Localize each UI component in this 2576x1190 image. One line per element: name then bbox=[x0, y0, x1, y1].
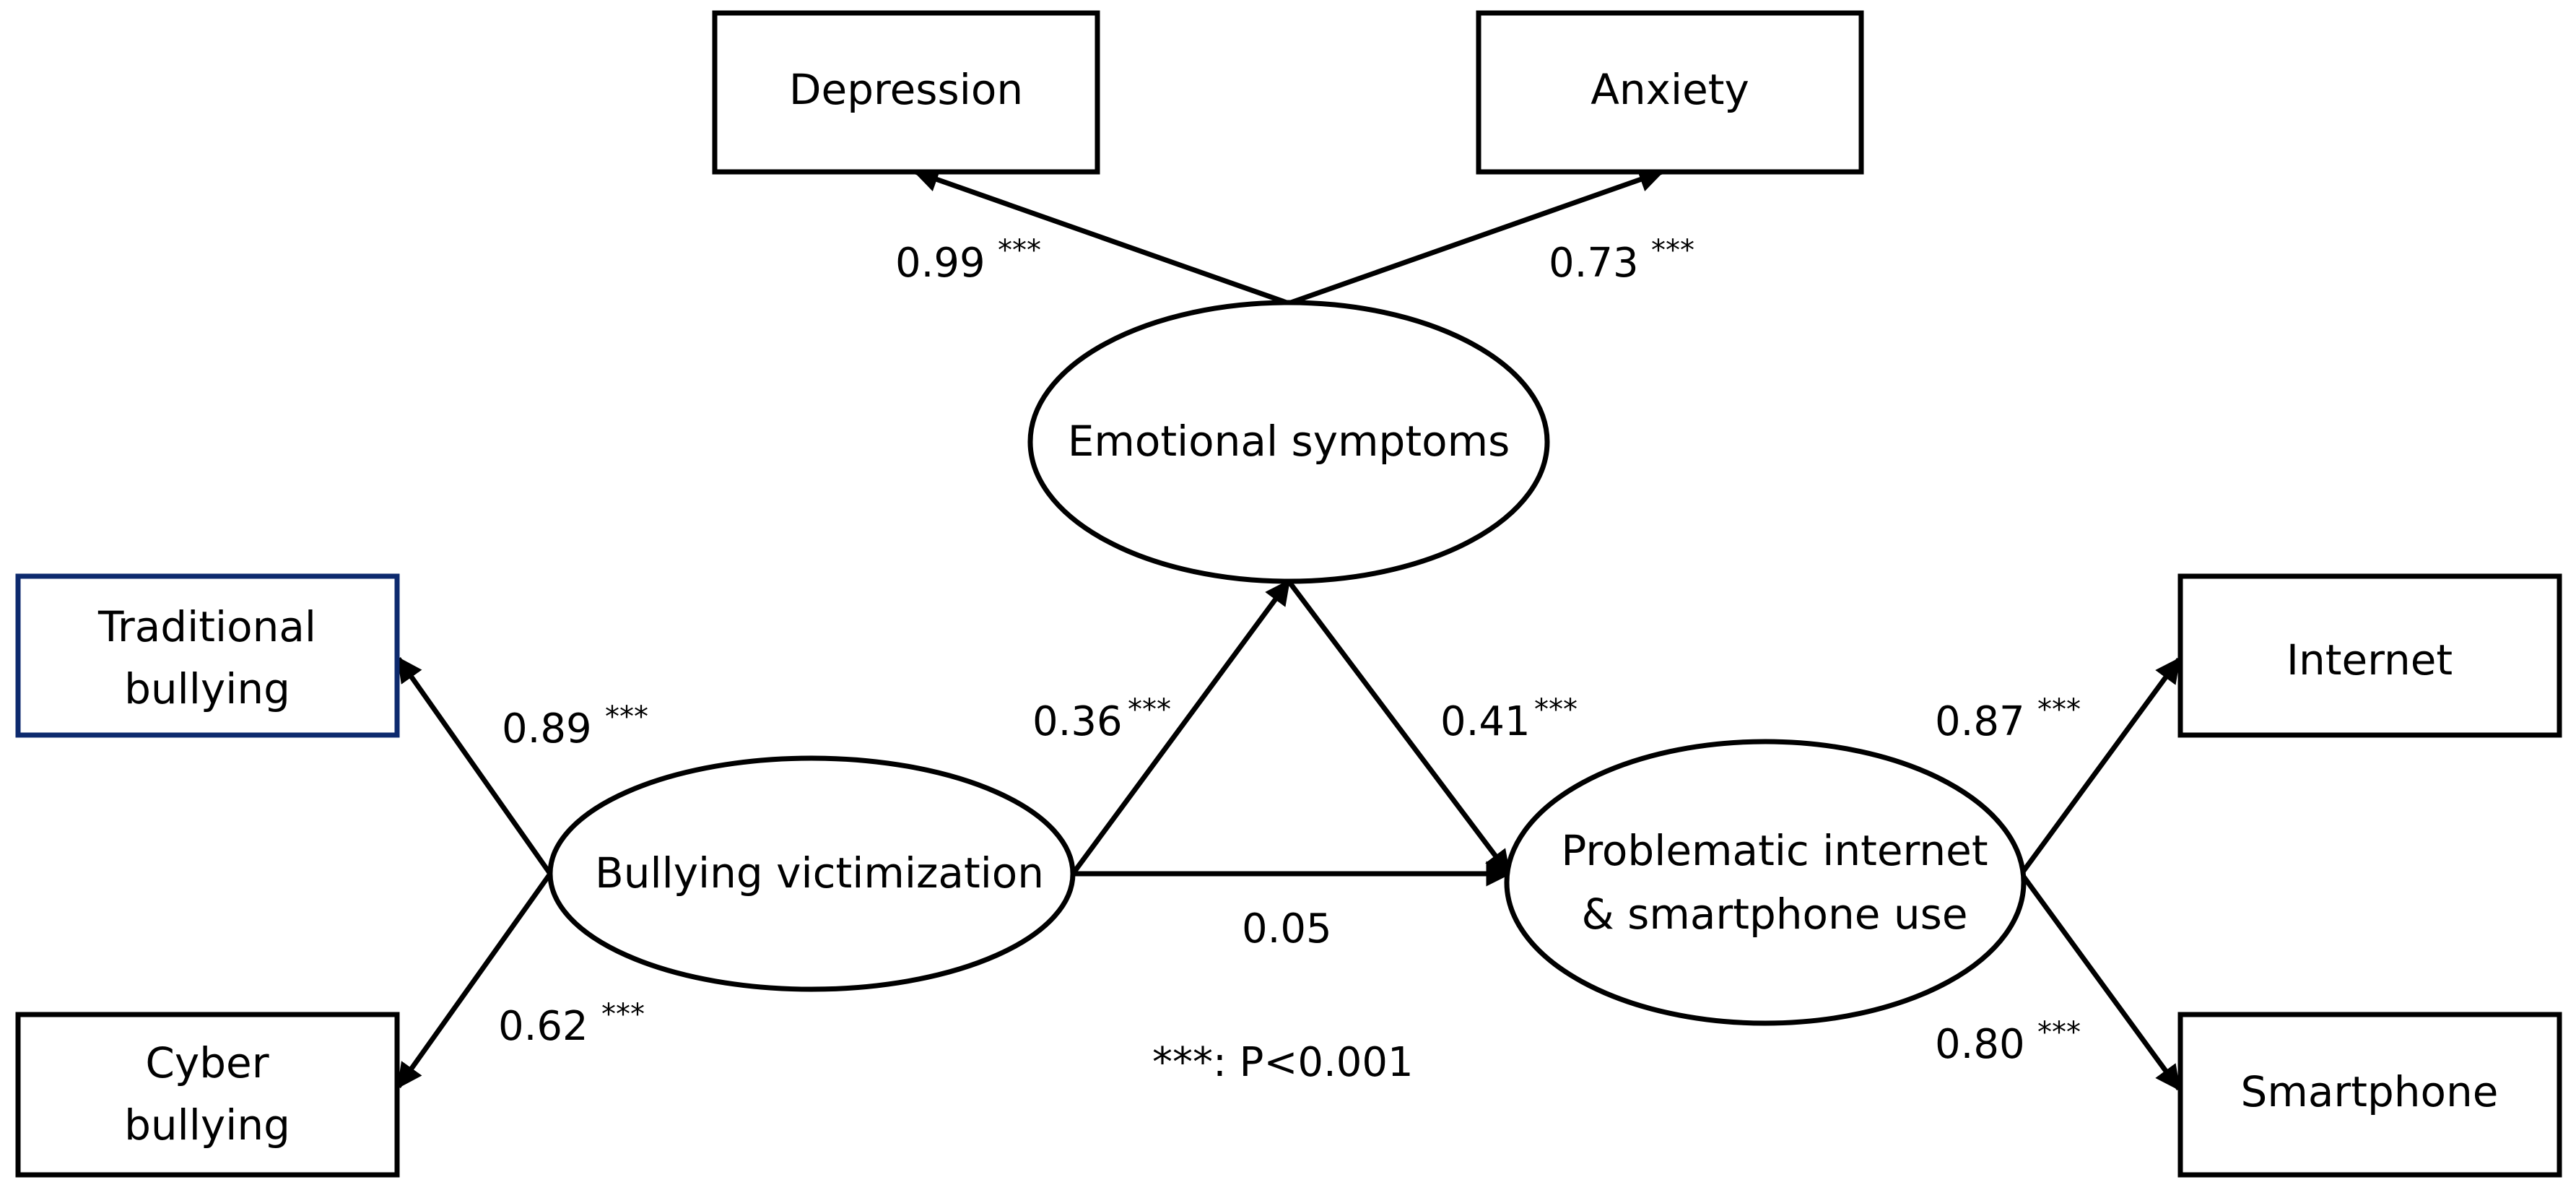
edge-bullying-to-emotional bbox=[1071, 579, 1291, 876]
node-problematic-label-line1: Problematic internet bbox=[1561, 826, 1988, 875]
coef-cyber-stars: *** bbox=[601, 998, 645, 1031]
edge-problematic-to-internet bbox=[2019, 657, 2181, 876]
node-bullying-victimization: Bullying victimization bbox=[547, 755, 1076, 992]
coef-internet: 0.87 *** bbox=[1935, 693, 2081, 745]
node-anxiety-label: Anxiety bbox=[1591, 65, 1749, 114]
node-emotional-symptoms: Emotional symptoms bbox=[1027, 300, 1550, 584]
coef-internet-stars: *** bbox=[2037, 693, 2081, 726]
coef-depression-value: 0.99 bbox=[895, 240, 985, 287]
coef-smartphone: 0.80 *** bbox=[1935, 1016, 2081, 1068]
coef-bv-to-emotional: 0.36 *** bbox=[1032, 693, 1171, 745]
node-problematic-label-line2: & smartphone use bbox=[1581, 890, 1967, 939]
node-bullying-victimization-label: Bullying victimization bbox=[595, 848, 1044, 898]
coef-cyber: 0.62 *** bbox=[498, 998, 645, 1050]
coef-smartphone-stars: *** bbox=[2037, 1016, 2081, 1049]
node-internet: Internet bbox=[2177, 573, 2562, 738]
node-cyber-bullying: Cyber bullying bbox=[15, 1012, 400, 1178]
edge-emotional-to-anxiety bbox=[1287, 167, 1665, 306]
edge-emotional-to-problematic bbox=[1287, 579, 1511, 876]
edge-bullying-to-traditional bbox=[396, 656, 552, 876]
coef-depression-stars: *** bbox=[998, 234, 1041, 267]
node-smartphone-label: Smartphone bbox=[2241, 1067, 2499, 1116]
edge-problematic-to-smartphone bbox=[2019, 872, 2181, 1091]
coef-emotional-to-piu: 0.41 *** bbox=[1440, 693, 1578, 745]
node-depression-label: Depression bbox=[789, 65, 1023, 114]
coef-traditional-stars: *** bbox=[605, 700, 648, 734]
node-traditional-bullying: Traditional bullying bbox=[15, 573, 400, 738]
node-problematic-use: Problematic internet & smartphone use bbox=[1504, 739, 2027, 1026]
coef-anxiety: 0.73 *** bbox=[1549, 234, 1694, 287]
coef-anxiety-stars: *** bbox=[1651, 234, 1694, 267]
node-depression: Depression bbox=[712, 10, 1100, 175]
edge-bullying-to-cyber bbox=[396, 872, 552, 1089]
coef-internet-value: 0.87 bbox=[1935, 698, 2025, 745]
coef-bv-to-piu-value: 0.05 bbox=[1242, 905, 1332, 952]
coef-traditional-value: 0.89 bbox=[502, 705, 592, 752]
significance-footnote: ***: P<0.001 bbox=[1152, 1039, 1414, 1086]
coef-bv-to-emotional-value: 0.36 bbox=[1032, 698, 1123, 745]
edge-emotional-to-depression bbox=[913, 167, 1290, 306]
coef-emotional-to-piu-value: 0.41 bbox=[1440, 698, 1531, 745]
coef-cyber-value: 0.62 bbox=[498, 1003, 588, 1050]
node-emotional-label: Emotional symptoms bbox=[1068, 417, 1510, 466]
coef-anxiety-value: 0.73 bbox=[1549, 240, 1639, 287]
node-internet-label: Internet bbox=[2286, 635, 2453, 685]
coef-emotional-to-piu-stars: *** bbox=[1534, 693, 1578, 726]
coef-bv-to-emotional-stars: *** bbox=[1128, 693, 1171, 726]
coef-smartphone-value: 0.80 bbox=[1935, 1021, 2025, 1068]
node-anxiety: Anxiety bbox=[1476, 10, 1864, 175]
node-smartphone: Smartphone bbox=[2177, 1012, 2562, 1178]
node-traditional-label-line1: Traditional bbox=[97, 602, 316, 651]
coef-depression: 0.99 *** bbox=[895, 234, 1041, 287]
node-cyber-label-line2: bullying bbox=[124, 1100, 290, 1150]
coef-traditional: 0.89 *** bbox=[502, 700, 648, 752]
node-traditional-label-line2: bullying bbox=[124, 664, 290, 713]
node-cyber-label-line1: Cyber bbox=[145, 1038, 269, 1087]
